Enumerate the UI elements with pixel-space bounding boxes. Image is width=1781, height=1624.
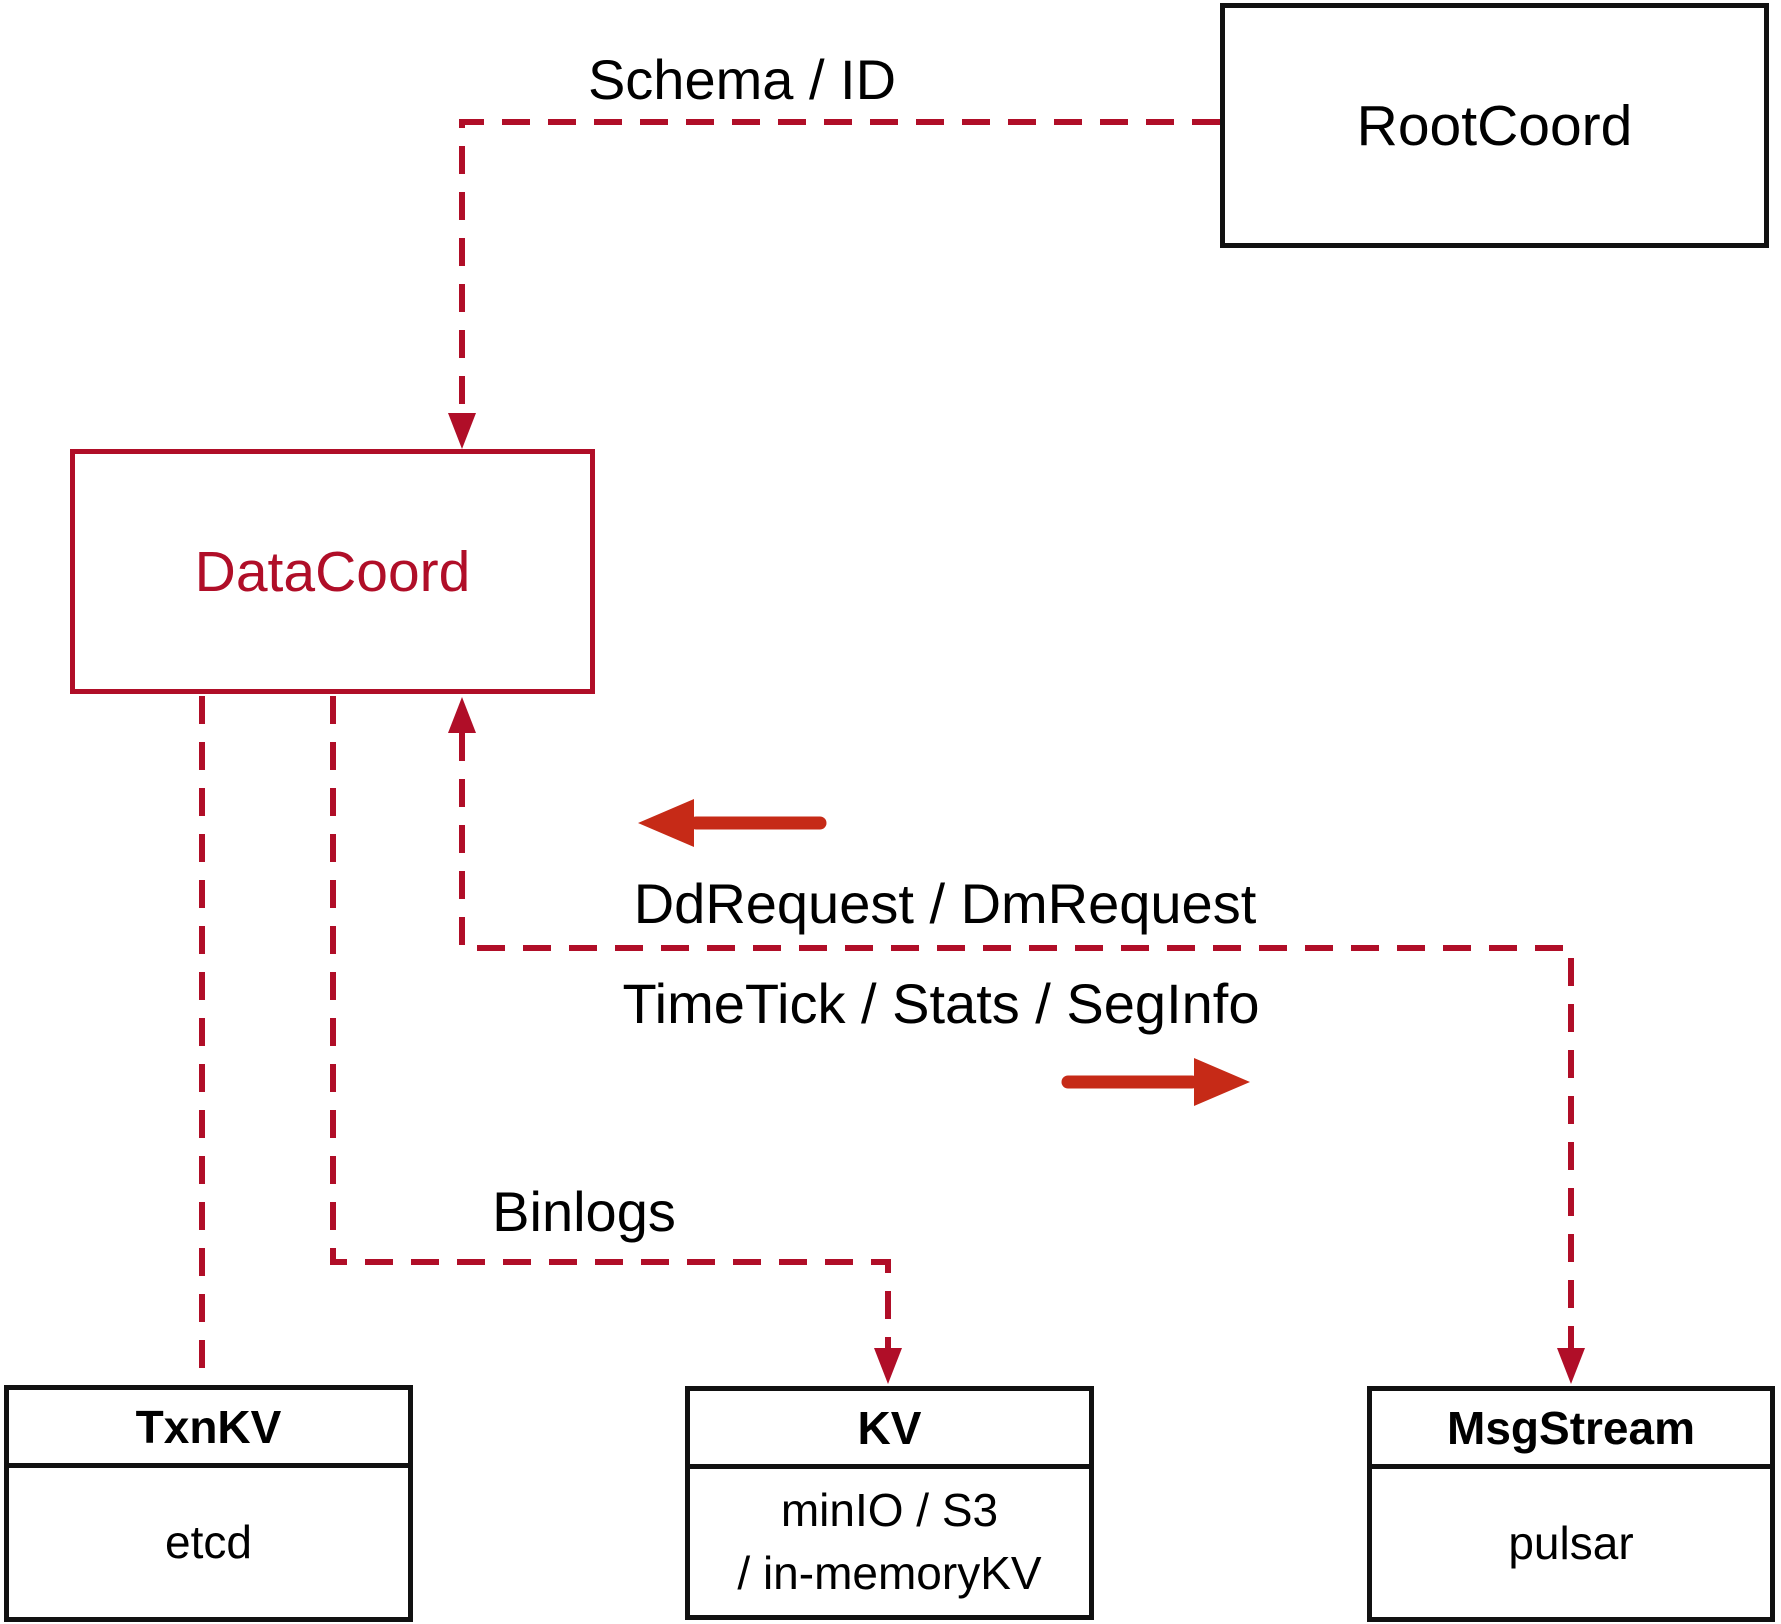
kv-title: KV	[690, 1391, 1089, 1469]
schema-id-arrowhead-icon	[448, 413, 476, 449]
txnkv-box: TxnKV etcd	[4, 1385, 413, 1622]
ddrequest-dmrequest-label: DdRequest / DmRequest	[633, 872, 1257, 935]
kv-body-line-1: minIO / S3	[780, 1484, 999, 1536]
left-direction-arrow-icon	[638, 799, 827, 847]
ddrequest-timetick-connector	[459, 733, 1574, 1348]
datacoord-title: DataCoord	[194, 539, 471, 604]
rootcoord-box: RootCoord	[1220, 3, 1769, 248]
binlogs-connector	[330, 696, 891, 1348]
kv-box: KV minIO / S3 / in-memoryKV	[685, 1386, 1094, 1620]
binlogs-arrowhead-icon	[874, 1348, 902, 1384]
right-direction-arrow-icon	[1061, 1058, 1250, 1106]
txnkv-body: etcd	[165, 1516, 252, 1568]
msgstream-body: pulsar	[1508, 1516, 1634, 1569]
msgstream-title: MsgStream	[1372, 1391, 1770, 1469]
datacoord-box: DataCoord	[70, 449, 595, 694]
timetick-stats-seginfo-label: TimeTick / Stats / SegInfo	[622, 972, 1260, 1035]
schema-id-connector	[459, 119, 1220, 413]
datacoord-up-arrowhead-icon	[448, 697, 476, 733]
txnkv-title: TxnKV	[9, 1390, 408, 1468]
schema-id-label: Schema / ID	[587, 48, 897, 111]
binlogs-label: Binlogs	[492, 1180, 676, 1243]
rootcoord-title: RootCoord	[1356, 93, 1633, 158]
kv-body-line-2: / in-memoryKV	[737, 1547, 1042, 1599]
msgstream-down-arrowhead-icon	[1557, 1348, 1585, 1384]
msgstream-box: MsgStream pulsar	[1367, 1386, 1775, 1622]
